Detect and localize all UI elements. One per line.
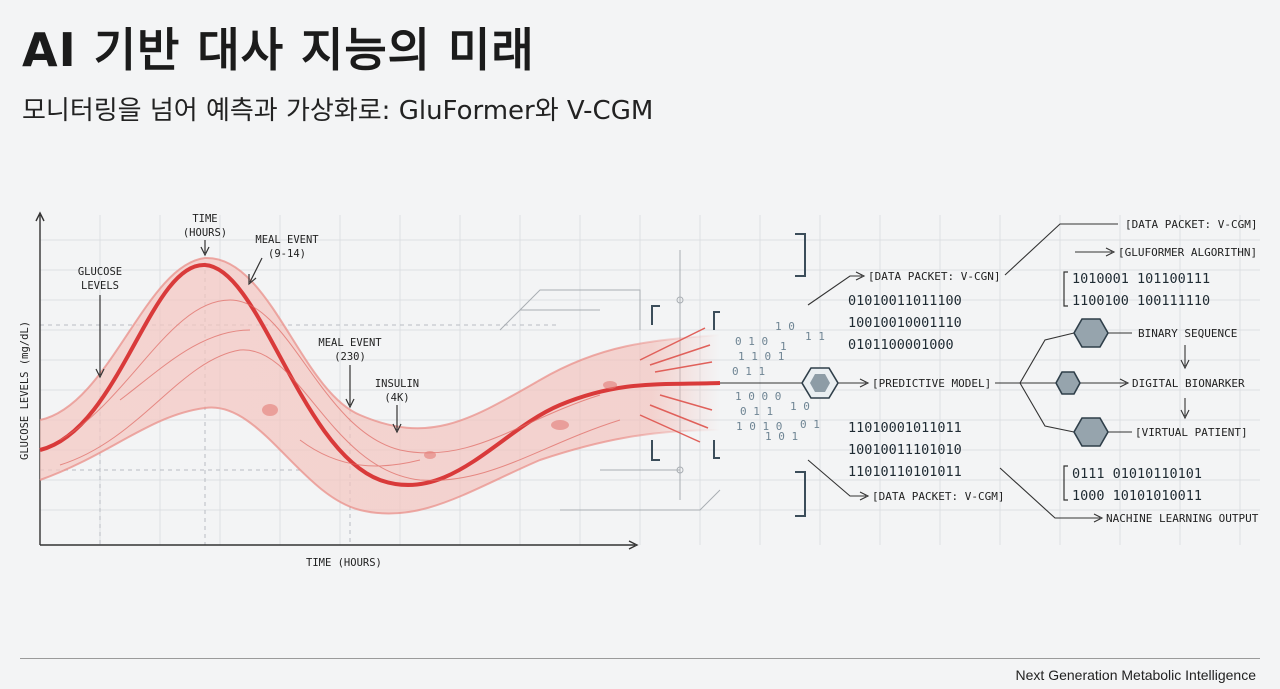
svg-text:1 0: 1 0 — [775, 320, 795, 333]
binary-row-right-top-1: 1010001 101100111 — [1072, 271, 1210, 287]
y-axis-label: GLUCOSE LEVELS (mg/dL) — [19, 321, 31, 460]
svg-text:0 1: 0 1 — [800, 418, 820, 431]
svg-text:0 1 0: 0 1 0 — [735, 335, 768, 348]
binary-row-bottom-3: 11010110101011 — [848, 464, 962, 480]
svg-text:1 0 0 0: 1 0 0 0 — [735, 390, 781, 403]
digital-biomarker-label: DIGITAL BIONARKER — [1132, 377, 1245, 390]
page-subtitle: 모니터링을 넘어 예측과 가상화로: GluFormer와 V-CGM — [22, 96, 654, 126]
meal-event-2-label: MEAL EVENT — [318, 337, 382, 349]
binary-row-right-bottom-2: 1000 10101010011 — [1072, 488, 1202, 504]
svg-text:1 0 1: 1 0 1 — [765, 430, 798, 443]
binary-row-top-2: 10010010001110 — [848, 315, 962, 331]
binary-row-bottom-1: 11010001011011 — [848, 420, 962, 436]
binary-row-bottom-2: 10010011101010 — [848, 442, 962, 458]
svg-text:0 1 1: 0 1 1 — [732, 365, 765, 378]
packet-top-right-label: [DATA PACKET: V-CGM] — [1125, 218, 1257, 231]
chart-axes — [35, 211, 639, 550]
hex-node-binary — [1073, 318, 1109, 348]
packet-top-label: [DATA PACKET: V-CGN] — [868, 270, 1000, 283]
svg-text:1 1 0 1: 1 1 0 1 — [738, 350, 784, 363]
hex-node-predictive — [801, 367, 839, 399]
binary-row-right-bottom-1: 0111 01010110101 — [1072, 466, 1202, 482]
meal-event-2-value: (230) — [334, 351, 366, 363]
meal-event-1-value: (9-14) — [268, 248, 306, 260]
row-brackets — [1063, 271, 1068, 501]
glucose-label-1: GLUCOSE — [78, 266, 122, 278]
callout-arrows — [95, 240, 402, 434]
gluformer-label: [GLUFORMER ALGORITHN] — [1118, 246, 1257, 259]
binary-scatter: 0 1 0 1 1 0 1 0 1 1 1 0 0 0 0 1 1 1 0 1 0 1 … — [732, 320, 825, 443]
svg-text:1 0: 1 0 — [790, 400, 810, 413]
ml-output-label: NACHINE LEARNING OUTPUT — [1106, 512, 1259, 525]
time-label-1: TIME — [192, 213, 217, 225]
binary-sequence-label: BINARY SEQUENCE — [1138, 327, 1237, 340]
svg-text:1 1: 1 1 — [805, 330, 825, 343]
virtual-patient-label: [VIRTUAL PATIENT] — [1135, 426, 1248, 439]
packet-bottom-label: [DATA PACKET: V-CGM] — [872, 490, 1004, 503]
tech-lines — [499, 250, 721, 511]
predictive-model-label: [PREDICTIVE MODEL] — [872, 377, 991, 390]
hex-node-virtual — [1073, 417, 1109, 447]
insulin-value: (4K) — [384, 392, 409, 404]
binary-row-top-3: 0101100001000 — [848, 337, 954, 353]
brackets — [651, 233, 806, 517]
page-title: AI 기반 대사 지능의 미래 — [22, 23, 535, 77]
svg-text:0 1 1: 0 1 1 — [740, 405, 773, 418]
flow-connectors — [720, 223, 1190, 523]
x-axis-label: TIME (HOURS) — [306, 557, 382, 569]
binary-row-top-1: 01010011011100 — [848, 293, 962, 309]
svg-text:1: 1 — [780, 340, 787, 353]
footer-divider — [20, 658, 1260, 659]
glucose-label-2: LEVELS — [81, 280, 119, 292]
meal-event-1-label: MEAL EVENT — [255, 234, 319, 246]
time-label-2: (HOURS) — [183, 227, 227, 239]
footer-tagline: Next Generation Metabolic Intelligence — [1015, 667, 1256, 683]
hex-node-biomarker — [1055, 371, 1081, 395]
svg-text:1 0 1 0: 1 0 1 0 — [736, 420, 782, 433]
binary-row-right-top-2: 1100100 100111110 — [1072, 293, 1210, 309]
insulin-label: INSULIN — [375, 378, 419, 390]
glucose-vessel — [39, 256, 721, 515]
